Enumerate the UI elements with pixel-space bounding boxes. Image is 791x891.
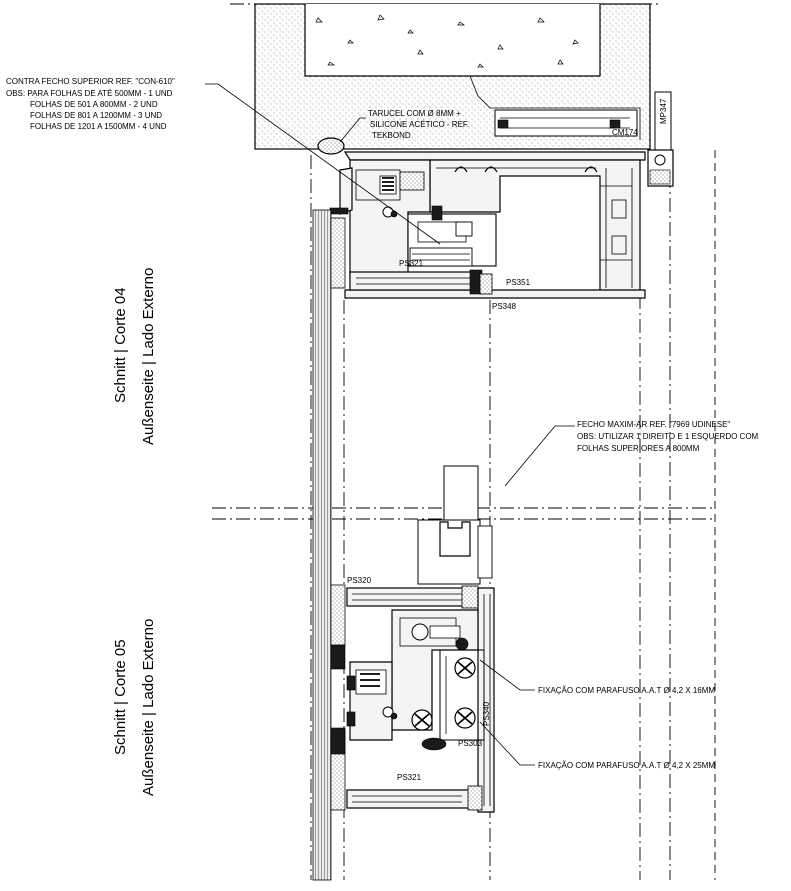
top-sash-profile <box>329 159 497 295</box>
section-title-bottom: Schnitt | Corte 05 Außenseite | Lado Ext… <box>112 619 157 796</box>
screw-sash <box>411 709 433 731</box>
section-bottom-line-1: Schnitt | Corte 05 <box>112 639 129 755</box>
label-ps320: PS320 <box>347 576 372 585</box>
note-con610-line-4: FOLHAS DE 801 A 1200MM - 3 UND <box>30 111 162 120</box>
note-fecho-line-1: FECHO MAXIM-AR REF. "7969 UDINESE" <box>577 420 730 429</box>
note-fecho: FECHO MAXIM-AR REF. "7969 UDINESE" OBS: … <box>577 420 759 453</box>
bottom-frame-profile <box>346 585 495 813</box>
note-con610-line-1: CONTRA FECHO SUPERIOR REF. "CON-610" <box>6 77 175 86</box>
note-tarucel-line-2: SILICONE ACÉTICO - REF. <box>370 120 469 129</box>
label-ps348: PS348 <box>492 302 517 311</box>
label-cm174: CM174 <box>612 128 638 137</box>
note-tarucel: TARUCEL COM Ø 8MM + SILICONE ACÉTICO - R… <box>368 109 469 140</box>
label-ps351: PS351 <box>506 278 531 287</box>
note-con610: CONTRA FECHO SUPERIOR REF. "CON-610" OBS… <box>6 77 175 131</box>
concrete-lintel <box>254 3 674 187</box>
section-bottom-line-2: Außenseite | Lado Externo <box>140 619 157 796</box>
top-frame-profile <box>343 151 646 299</box>
note-fecho-line-2: OBS: UTILIZAR 1 DIREITO E 1 ESQUERDO COM <box>577 432 759 441</box>
note-fixing-16mm: FIXAÇÃO COM PARAFUSO A.A.T Ø 4,2 X 16MM <box>538 686 715 695</box>
note-con610-line-5: FOLHAS DE 1201 A 1500MM - 4 UND <box>30 122 167 131</box>
sealant-tarucel <box>317 137 345 155</box>
note-con610-line-2: OBS: PARA FOLHAS DE ATÉ 500MM - 1 UND <box>6 89 173 98</box>
note-fixing-25mm: FIXAÇÃO COM PARAFUSO A.A.T Ø 4,2 X 25MM <box>538 761 715 770</box>
section-title-top: Schnitt | Corte 04 Außenseite | Lado Ext… <box>112 268 157 445</box>
label-ps321-bottom: PS321 <box>397 773 422 782</box>
glass-panel <box>312 209 346 881</box>
screw-25mm <box>454 707 476 729</box>
maxim-ar-handle <box>417 465 493 585</box>
profile-labels: PS321 PS351 PS348 CM174 MP347 PS320 PS34… <box>347 98 668 782</box>
note-con610-line-3: FOLHAS DE 501 A 800MM - 2 UND <box>30 100 158 109</box>
screw-16mm <box>454 657 476 679</box>
note-tarucel-line-1: TARUCEL COM Ø 8MM + <box>368 109 461 118</box>
label-ps340: PS340 <box>482 701 491 726</box>
leader-lines <box>205 83 575 766</box>
note-tarucel-line-3: TEKBOND <box>372 131 411 140</box>
note-fecho-line-3: FOLHAS SUPERIORES A 800MM <box>577 444 700 453</box>
section-top-line-1: Schnitt | Corte 04 <box>112 287 129 403</box>
section-top-line-2: Außenseite | Lado Externo <box>140 268 157 445</box>
label-ps321-top: PS321 <box>399 259 424 268</box>
label-mp347: MP347 <box>659 98 668 124</box>
label-ps303: PS303 <box>458 739 483 748</box>
